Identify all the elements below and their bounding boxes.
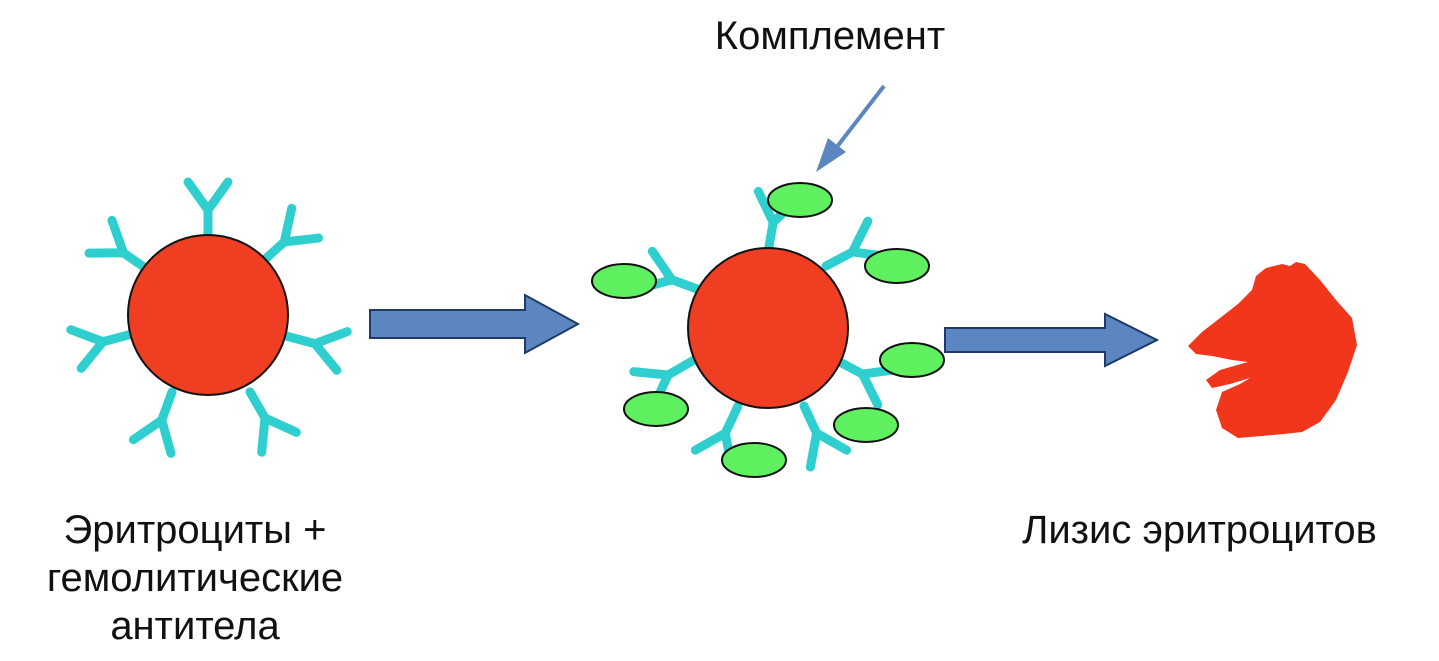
label-line: гемолитические (46, 556, 344, 600)
erythrocyte-cell (687, 247, 849, 409)
complement-molecule (591, 263, 657, 299)
complement-molecule (767, 182, 833, 218)
erythrocyte-lysis-label: Лизис эритроцитов (1022, 508, 1377, 552)
process-arrow-1 (369, 293, 581, 355)
complement-molecule (833, 407, 899, 443)
antibody (133, 385, 190, 453)
complement-molecule (721, 442, 787, 478)
antibody (71, 315, 137, 369)
complement-pointer-arrow (816, 84, 886, 172)
complement-label: Комплемент (714, 14, 946, 58)
erythrocytes-antibodies-label: Эритроциты + гемолитические антитела (0, 506, 390, 650)
process-arrow-2 (944, 312, 1160, 368)
complement-molecule (864, 248, 930, 284)
lysed-erythrocyte (1188, 262, 1357, 438)
label-line: антитела (110, 604, 280, 648)
complement-molecule (623, 391, 689, 427)
antibody (281, 317, 347, 371)
erythrocyte-with-antibodies (71, 182, 347, 453)
complement-molecules (591, 182, 945, 478)
label-line: Эритроциты + (63, 508, 327, 552)
antibody (233, 382, 297, 452)
complement-molecule (879, 342, 945, 378)
erythrocyte-cell (127, 234, 289, 396)
erythrocyte-with-complement (591, 182, 945, 478)
antibody (188, 182, 228, 240)
